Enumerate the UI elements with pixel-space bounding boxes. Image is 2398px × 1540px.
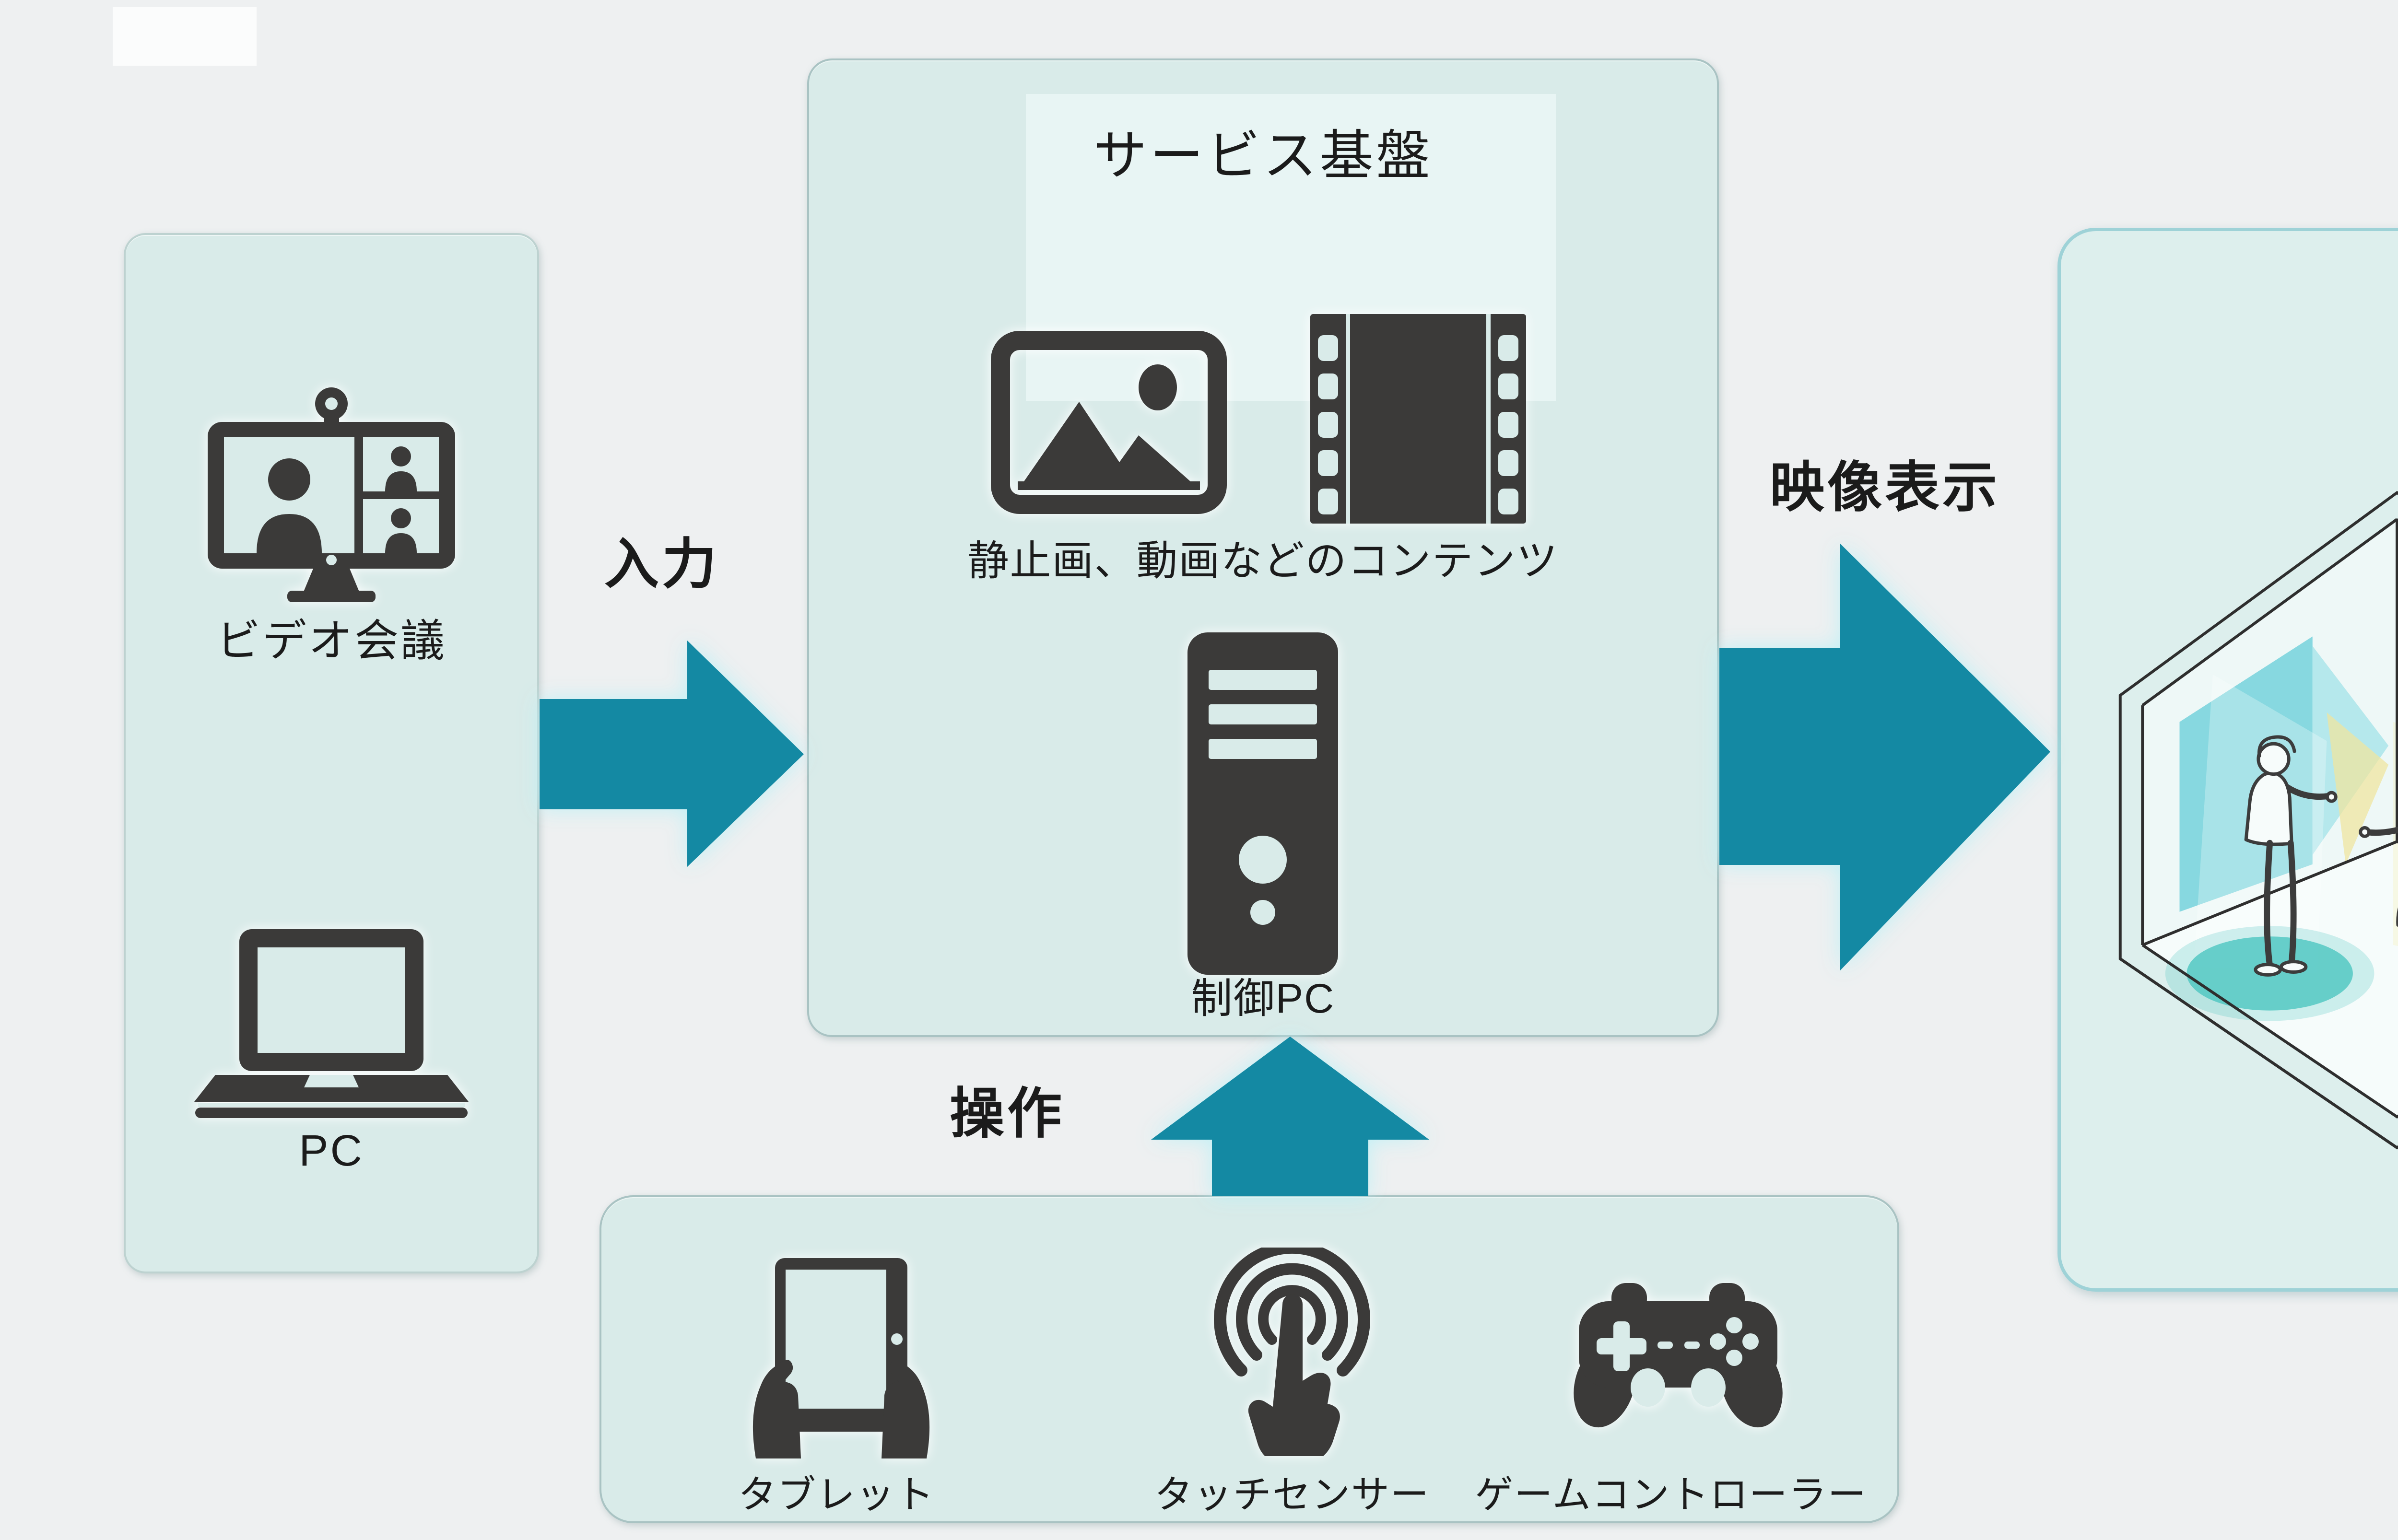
tablet-icon bbox=[731, 1252, 952, 1458]
pc-label: PC bbox=[299, 1126, 364, 1175]
immersive-room-illustration bbox=[2061, 231, 2398, 1282]
service-platform-panel: サービス基盤 bbox=[807, 58, 1719, 1037]
touch-sensor-icon bbox=[1184, 1248, 1400, 1456]
image-icon bbox=[989, 329, 1229, 516]
controllers-panel: タブレット タッチセンサー ゲームコントローラー bbox=[600, 1195, 1899, 1523]
display-room-panel bbox=[2057, 228, 2398, 1292]
control-flow-label: 操作 bbox=[949, 1084, 1065, 1144]
video-conference-label: ビデオ会議 bbox=[216, 617, 447, 665]
output-arrow bbox=[1719, 544, 2050, 970]
content-caption: 静止画、動画などのコンテンツ bbox=[967, 538, 1559, 584]
film-icon bbox=[1310, 312, 1526, 525]
game-controller-label: ゲームコントローラー bbox=[1475, 1473, 1867, 1516]
input-flow-label: 入力 bbox=[604, 534, 719, 595]
video-conference-icon bbox=[202, 384, 461, 609]
laptop-icon bbox=[188, 925, 475, 1122]
control-pc-caption: 制御PC bbox=[1191, 976, 1335, 1022]
input-arrow bbox=[540, 641, 804, 867]
service-platform-title: サービス基盤 bbox=[1093, 126, 1433, 186]
game-controller-icon bbox=[1565, 1276, 1791, 1435]
pc-tower-icon bbox=[1184, 629, 1342, 979]
touch-sensor-label: タッチセンサー bbox=[1154, 1473, 1430, 1516]
scan-artifact bbox=[113, 7, 257, 66]
tablet-label: タブレット bbox=[738, 1473, 935, 1516]
input-sources-panel: ビデオ会議 PC bbox=[124, 233, 539, 1273]
control-up-arrow bbox=[1151, 1037, 1429, 1196]
output-flow-label: 映像表示 bbox=[1769, 457, 2000, 518]
